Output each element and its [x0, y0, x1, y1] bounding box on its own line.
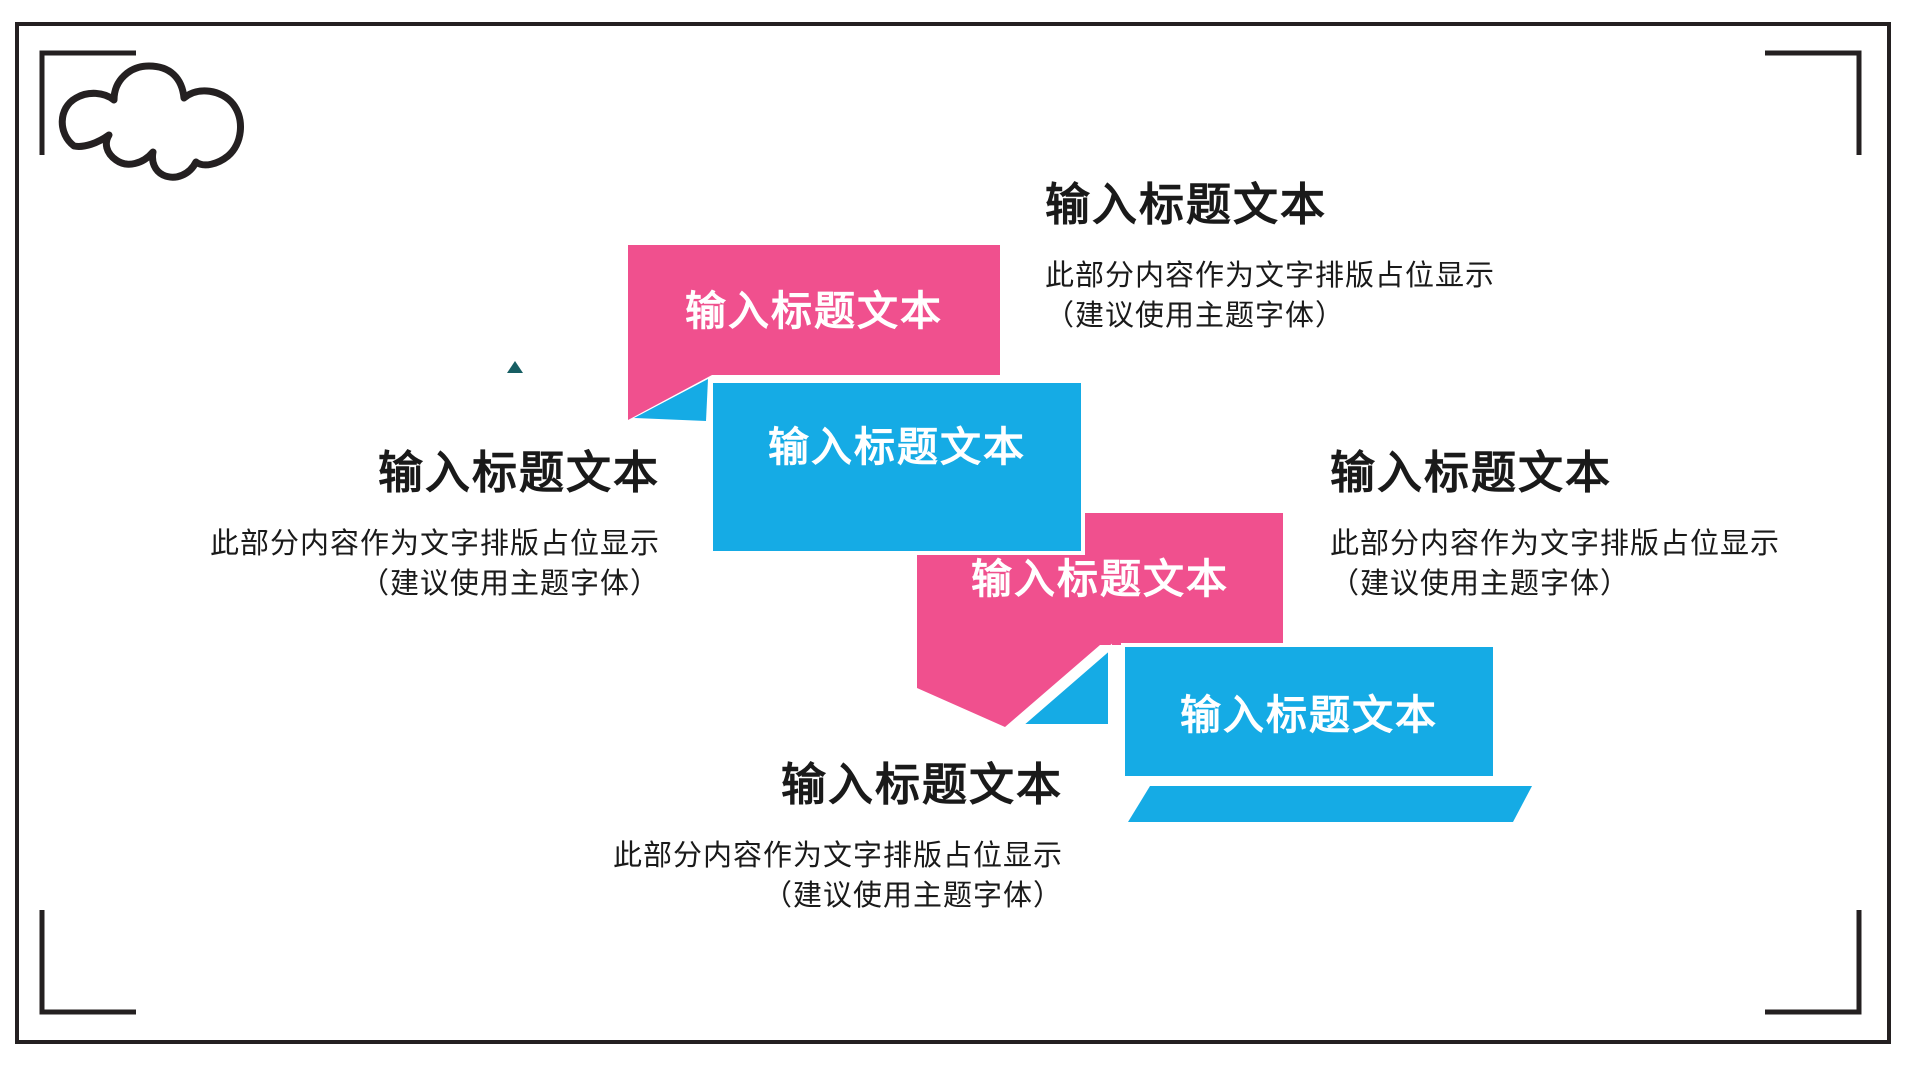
- teal-dot-decoration: [507, 361, 523, 373]
- block-title: 输入标题文本: [780, 759, 1063, 810]
- text-block-left[interactable]: 输入标题文本 此部分内容作为文字排版占位显示 （建议使用主题字体）: [155, 448, 660, 604]
- outer-frame-border: [15, 22, 1891, 1044]
- text-block-bottom-center[interactable]: 输入标题文本 此部分内容作为文字排版占位显示 （建议使用主题字体）: [558, 760, 1063, 916]
- ribbon-4-title-placeholder[interactable]: 输入标题文本: [1180, 692, 1438, 738]
- ribbon-4-bottom-strip: [1128, 786, 1532, 822]
- cloud-doodle-icon: [58, 62, 244, 181]
- block-title: 输入标题文本: [1330, 447, 1613, 498]
- ribbon-4-blue-shape[interactable]: [1121, 643, 1497, 780]
- ribbon-3-pink-shape[interactable]: [917, 513, 1283, 727]
- ribbon-2-fold-wedge: [634, 379, 708, 421]
- text-block-top-right[interactable]: 输入标题文本 此部分内容作为文字排版占位显示 （建议使用主题字体）: [1045, 180, 1585, 336]
- block-body-line-1: 此部分内容作为文字排版占位显示: [1330, 528, 1781, 560]
- corner-bracket-bottom-right-icon: [1765, 910, 1862, 1015]
- block-body-line-1: 此部分内容作为文字排版占位显示: [209, 528, 660, 560]
- ribbon-1-pink-shape[interactable]: [628, 245, 1000, 420]
- ribbon-2-blue-shape[interactable]: [709, 379, 1085, 555]
- block-body-line-2: （建议使用主题字体）: [359, 568, 660, 600]
- text-block-right[interactable]: 输入标题文本 此部分内容作为文字排版占位显示 （建议使用主题字体）: [1330, 448, 1830, 604]
- corner-bracket-bottom-left-icon: [39, 910, 136, 1015]
- ribbon-3-title-placeholder[interactable]: 输入标题文本: [971, 556, 1229, 602]
- block-body-line-2: （建议使用主题字体）: [1330, 568, 1631, 600]
- ribbon-4-fold-wedge: [1014, 643, 1112, 728]
- corner-bracket-top-left-icon: [39, 50, 136, 155]
- block-title: 输入标题文本: [377, 447, 660, 498]
- ribbon-1-title-placeholder[interactable]: 输入标题文本: [685, 288, 943, 334]
- corner-bracket-top-right-icon: [1765, 50, 1862, 155]
- block-title: 输入标题文本: [1045, 179, 1328, 230]
- block-body-line-1: 此部分内容作为文字排版占位显示: [1045, 260, 1496, 292]
- block-body-line-1: 此部分内容作为文字排版占位显示: [612, 840, 1063, 872]
- block-body-line-2: （建议使用主题字体）: [762, 880, 1063, 912]
- ribbon-2-title-placeholder[interactable]: 输入标题文本: [768, 424, 1026, 470]
- block-body-line-2: （建议使用主题字体）: [1045, 300, 1346, 332]
